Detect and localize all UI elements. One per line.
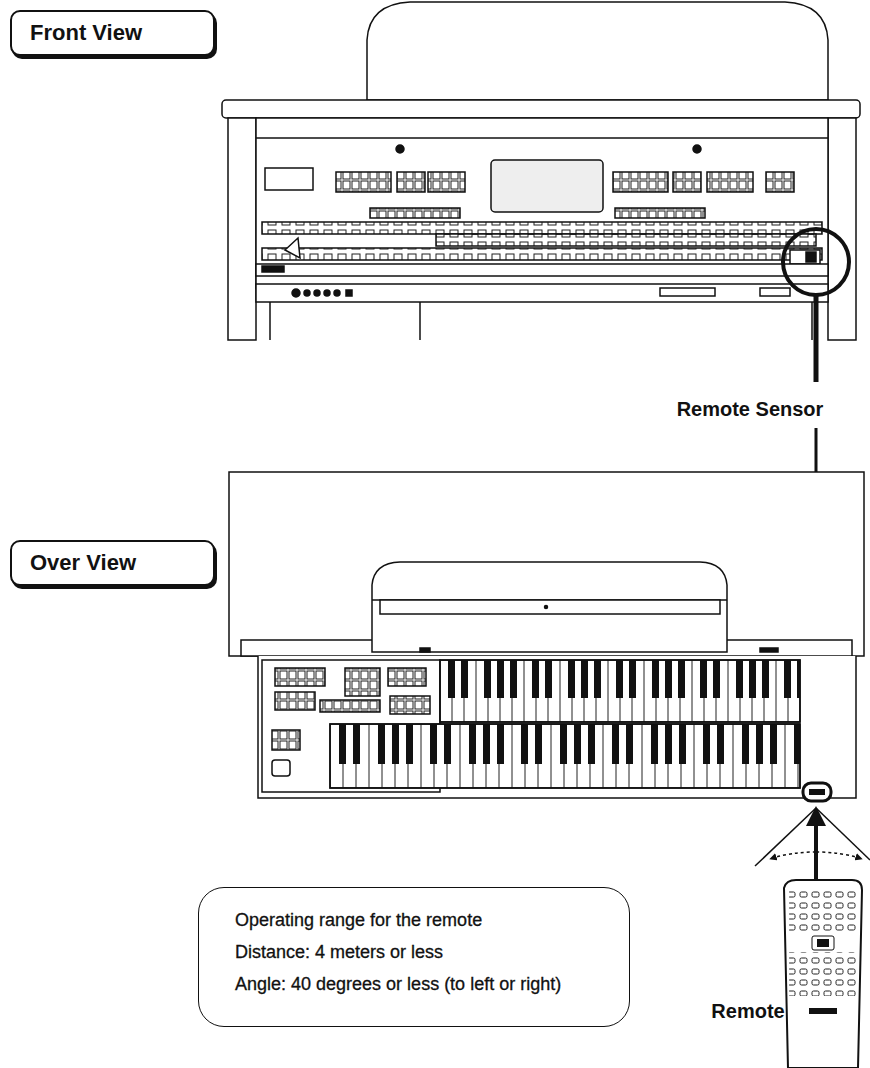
part-label: Remote Sensor [640, 398, 860, 421]
leg [811, 302, 813, 340]
lower-black-keys [330, 724, 800, 788]
indicator [760, 648, 778, 652]
box-heading: Operating range for the remote [235, 908, 609, 932]
signal-arrow-head [806, 806, 826, 826]
panel-edge [256, 137, 828, 139]
slider [272, 760, 290, 776]
remote-logo [809, 1008, 837, 1014]
button-group [766, 172, 794, 192]
button-row [370, 208, 460, 218]
upper-keyboard-frame [440, 660, 800, 722]
tab-row [436, 234, 816, 246]
button-group [388, 668, 426, 686]
leg [419, 302, 421, 340]
slot [660, 288, 715, 296]
sensor-window [790, 250, 820, 264]
button-group [397, 172, 425, 192]
music-rest-lip [380, 600, 720, 614]
cabinet-top [222, 100, 860, 118]
info-box: Operating range for the remoteDistance: … [198, 887, 630, 1027]
button-group [428, 172, 465, 192]
jack [314, 290, 320, 296]
button-group [345, 668, 380, 696]
button-group [275, 668, 325, 686]
jack [292, 289, 300, 297]
view-tag: Front View [10, 10, 215, 56]
button-group [336, 172, 391, 192]
sensor-element [809, 789, 825, 795]
view-title: Front View [30, 20, 195, 46]
button-group [272, 730, 300, 750]
slot [760, 288, 790, 296]
console-body [258, 656, 856, 798]
upper-black-keys [440, 660, 800, 722]
lower-keyboard [330, 724, 800, 788]
lower-slab [256, 284, 828, 302]
callout-circle [783, 229, 849, 295]
remote-buttons [789, 890, 857, 934]
side-panel [828, 118, 856, 340]
knob [396, 145, 404, 153]
button-group [275, 692, 315, 710]
angle-arc [816, 852, 862, 859]
signal-arrow-line [814, 822, 818, 880]
upper-keyboard [440, 660, 800, 722]
box-line: Distance: 4 meters or less [235, 940, 609, 964]
jack [334, 290, 340, 296]
jack [324, 290, 330, 296]
music-rest-mark [545, 606, 548, 609]
tab-row [262, 248, 822, 260]
button-group [613, 172, 668, 192]
jack [304, 290, 310, 296]
side-panel [228, 118, 256, 340]
button-row [615, 208, 705, 218]
indicator [420, 648, 430, 652]
remote-control [784, 880, 862, 1068]
view-title: Over View [30, 550, 195, 576]
button-group [390, 696, 430, 714]
small-display [265, 168, 313, 190]
button-group [707, 172, 753, 192]
knob [693, 145, 701, 153]
display [491, 160, 603, 212]
angle-arc [770, 852, 816, 859]
remote-pad-center [817, 939, 829, 947]
music-rest [372, 562, 727, 652]
cabinet-lid [229, 472, 864, 656]
lower-keyboard-frame [330, 724, 800, 788]
part-label: Remote [708, 1000, 788, 1023]
leg [269, 302, 271, 340]
remote-buttons [789, 952, 857, 996]
remote-sensor [803, 783, 831, 801]
angle-limit-line [816, 808, 870, 860]
keyboard-edge [256, 264, 828, 276]
leader-line [814, 295, 819, 382]
tab-row [262, 222, 822, 234]
organ-front-view [222, 2, 860, 340]
button-group [673, 172, 701, 192]
organ-over-view [229, 472, 864, 798]
jack [346, 290, 352, 296]
box-line: Angle: 40 degrees or less (to left or ri… [235, 972, 609, 996]
view-tag: Over View [10, 540, 215, 586]
remote-pad [812, 936, 834, 950]
expression-indicator [285, 238, 300, 258]
button-group [320, 700, 380, 712]
angle-limit-line [755, 808, 816, 866]
sensor-element [806, 252, 816, 262]
control-panel [256, 118, 828, 288]
brand-plate [262, 266, 284, 272]
remote-body [784, 880, 862, 1068]
